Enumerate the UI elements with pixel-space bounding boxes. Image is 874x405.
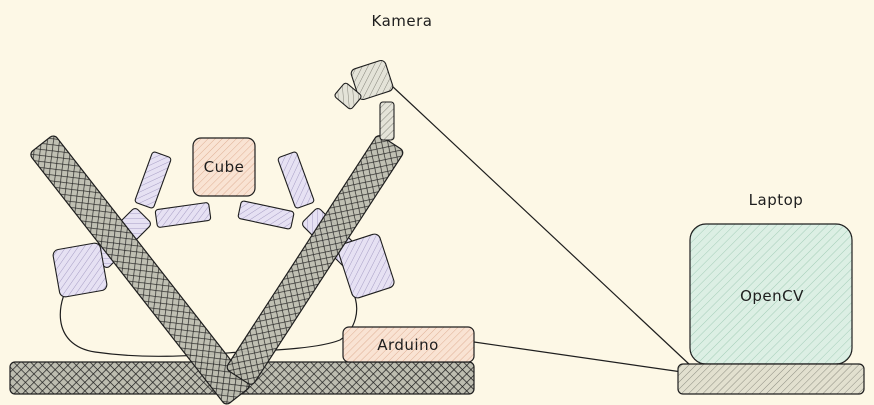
cube: Cube <box>192 137 256 197</box>
opencv-label: OpenCV <box>740 287 804 305</box>
cube-box <box>192 137 256 197</box>
laptop-base <box>677 363 865 395</box>
camera: Kamera <box>334 12 433 141</box>
camera-label: Kamera <box>372 12 433 30</box>
right-finger-upper <box>277 151 315 209</box>
arduino-board: Arduino <box>342 326 475 363</box>
left-arm <box>30 135 250 405</box>
arduino-label: Arduino <box>377 336 439 354</box>
arduino-box <box>342 326 475 363</box>
right-servo-block <box>337 233 395 299</box>
right-finger-lower <box>237 200 295 230</box>
laptop-label: Laptop <box>749 191 804 209</box>
wire-camera-to-laptop <box>391 85 691 366</box>
laptop: Laptop OpenCV <box>677 191 865 395</box>
camera-mount <box>379 101 395 141</box>
camera-lens <box>334 82 362 110</box>
wire-arduino-to-laptop <box>473 341 683 373</box>
cube-label: Cube <box>204 158 245 176</box>
left-servo-block <box>52 242 108 298</box>
left-finger-lower <box>154 202 212 228</box>
camera-body <box>350 59 394 101</box>
right-arm <box>226 135 404 385</box>
robot-arms <box>30 135 404 405</box>
left-finger-upper <box>134 151 172 209</box>
